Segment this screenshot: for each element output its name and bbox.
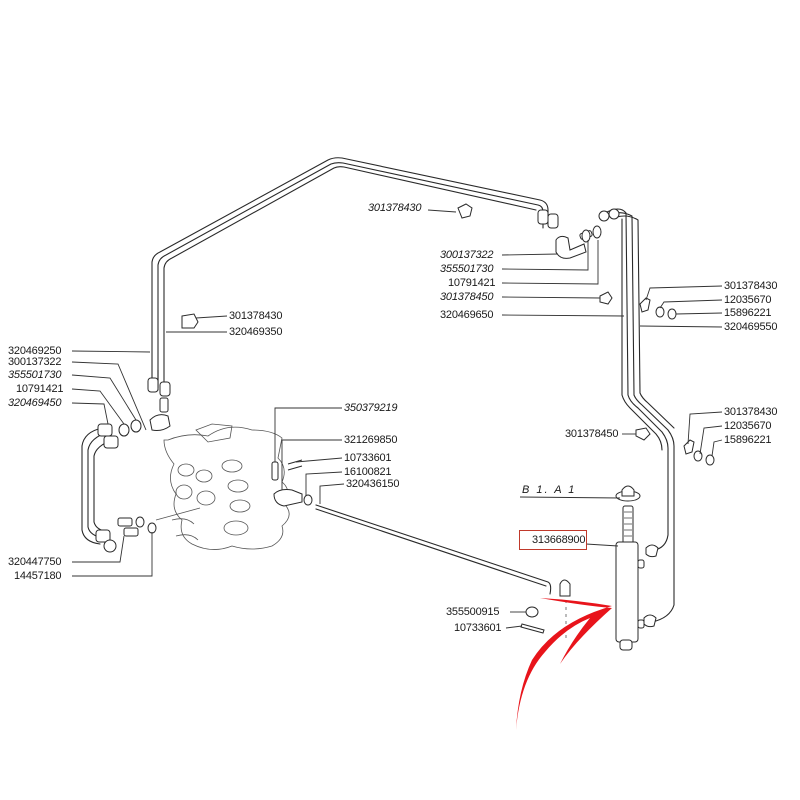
lift-cylinder-313668900 bbox=[615, 485, 659, 651]
reference-label: B 1. A 1 bbox=[522, 484, 577, 496]
leader-lines bbox=[71, 209, 723, 629]
label-top-right-4: 301378450 bbox=[440, 291, 494, 303]
label-upper-right-3: 15896221 bbox=[724, 307, 772, 319]
highlight-box bbox=[519, 530, 587, 550]
linkage-parts bbox=[271, 459, 571, 640]
label-left-pipe: 320469350 bbox=[229, 326, 283, 338]
label-mid-right-1: 301378430 bbox=[724, 406, 778, 418]
label-highlighted-part[interactable]: 313668900 bbox=[532, 534, 586, 546]
label-center-5: 320436150 bbox=[346, 478, 400, 490]
label-mid-right-2: 12035670 bbox=[724, 420, 772, 432]
label-upper-right-2: 12035670 bbox=[724, 294, 772, 306]
pipe-right-run bbox=[604, 208, 675, 623]
label-center-2: 321269850 bbox=[344, 434, 398, 446]
label-upper-right-4: 320469550 bbox=[724, 321, 778, 333]
label-left-clip: 301378430 bbox=[229, 310, 283, 322]
label-center-4: 16100821 bbox=[344, 466, 392, 478]
label-mid-right-3: 15896221 bbox=[724, 434, 772, 446]
label-bottom-center-1: 355500915 bbox=[446, 606, 500, 618]
curved-arrow-icon bbox=[516, 598, 612, 730]
label-mid-right-clip: 301378450 bbox=[565, 428, 619, 440]
label-left-5: 320469450 bbox=[8, 397, 62, 409]
label-clip-top: 301378430 bbox=[368, 202, 422, 214]
label-left-2: 300137322 bbox=[8, 356, 62, 368]
label-upper-right-1: 301378430 bbox=[724, 280, 778, 292]
label-left-4: 10791421 bbox=[16, 383, 64, 395]
top-fittings bbox=[457, 203, 715, 466]
control-valve-block bbox=[155, 423, 290, 550]
label-center-1: 350379219 bbox=[344, 402, 398, 414]
label-bottom-left-2: 14457180 bbox=[14, 570, 62, 582]
label-top-right-2: 355501730 bbox=[440, 263, 494, 275]
left-fittings bbox=[95, 313, 199, 553]
label-top-right-1: 300137322 bbox=[440, 249, 494, 261]
label-center-3: 10733601 bbox=[344, 452, 392, 464]
label-bottom-center-2: 10733601 bbox=[454, 622, 502, 634]
pipe-upper-run bbox=[151, 157, 549, 391]
label-bottom-left-1: 320447750 bbox=[8, 556, 62, 568]
label-top-right-3: 10791421 bbox=[448, 277, 496, 289]
label-left-1: 320469250 bbox=[8, 345, 62, 357]
label-top-right-5: 320469650 bbox=[440, 309, 494, 321]
label-left-3: 355501730 bbox=[8, 369, 62, 381]
